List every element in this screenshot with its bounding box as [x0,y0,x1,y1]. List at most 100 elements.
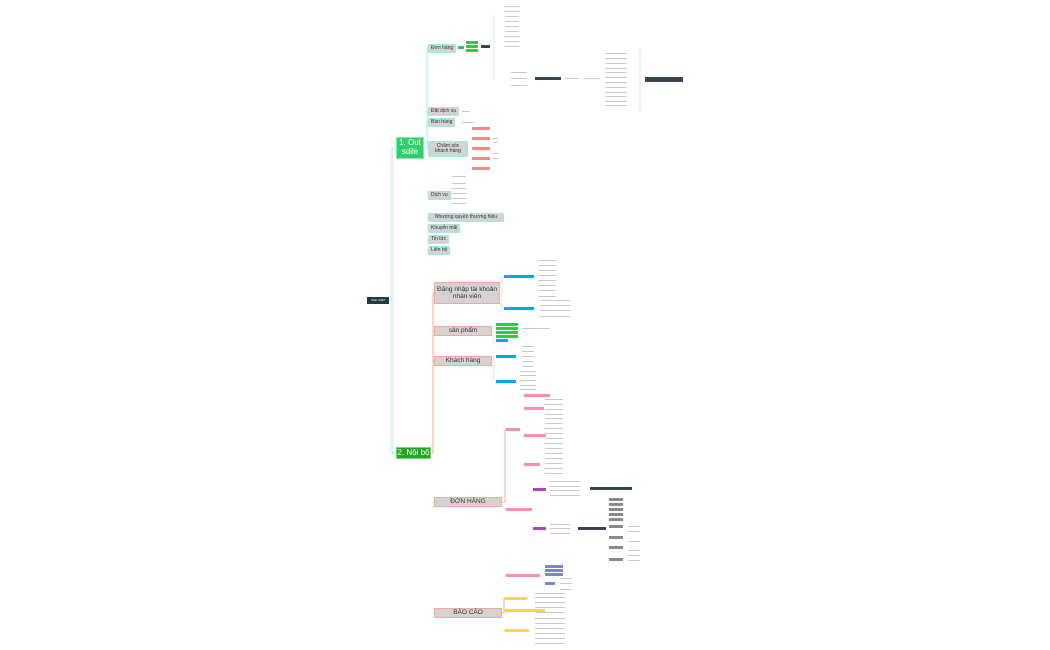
subnode-tag[interactable] [609,558,623,561]
subnode-tag[interactable] [472,127,490,130]
subnode-tag[interactable] [545,569,563,572]
leaf-item [538,290,556,291]
subnode-tag[interactable] [496,327,518,330]
subnode-tag[interactable] [609,513,623,516]
leaf-item [585,78,599,79]
subnode-tag[interactable] [524,434,546,437]
subnode-tag[interactable] [496,339,508,342]
leaf-item [522,356,534,357]
subnode-tag[interactable] [533,527,546,530]
subnode-tag[interactable] [506,574,540,577]
leaf-item [545,428,563,429]
subnode-tag[interactable] [533,488,546,491]
subnode-tag[interactable] [609,525,623,528]
subnode-tag[interactable] [609,508,623,511]
subnode-tag[interactable] [496,331,518,334]
subnode-tag[interactable] [545,573,563,576]
leaf-item [452,188,466,189]
subnode-tag[interactable] [496,323,518,326]
node-ban-hang[interactable]: Bán hàng [428,118,456,127]
node-khuyen-mai[interactable]: Khuyến mãi [428,224,461,233]
node-khach-hang[interactable]: Khách hàng [434,356,492,366]
subnode-tag[interactable] [466,49,478,52]
subnode-tag[interactable] [609,518,623,521]
leaf-item [505,41,519,42]
leaf-item [535,628,565,629]
leaf-item [493,142,498,143]
subnode-tag[interactable] [524,463,540,466]
subnode-tag[interactable] [578,527,606,530]
node-tin-tuc[interactable]: Tin tức [428,235,450,244]
branch-internal[interactable]: 2. Nội bộ [396,447,431,459]
leaf-item [493,138,498,139]
leaf-item [540,310,570,311]
subnode-tag[interactable] [524,407,544,410]
subnode-tag[interactable] [496,335,518,338]
subnode-tag[interactable] [466,45,478,48]
leaf-item [538,260,556,261]
subnode-tag[interactable] [609,546,623,549]
leaf-item [545,458,563,459]
leaf-item [605,53,627,54]
subnode-tag[interactable] [535,77,561,80]
subnode-tag[interactable] [496,380,516,383]
leaf-item [535,623,565,624]
subnode-tag[interactable] [609,498,623,501]
leaf-item [545,443,563,444]
subnode-tag[interactable] [504,275,534,278]
subnode-tag[interactable] [505,597,527,600]
subnode-tag[interactable] [506,428,520,431]
node-don-hang[interactable]: Đơn hàng [428,44,457,53]
subnode-tag[interactable] [524,394,550,397]
leaf-item [545,414,563,415]
leaf-item [452,193,466,194]
leaf-item [505,21,519,22]
leaf-item [628,550,640,551]
branch-outside[interactable]: 1. Out sdile [396,137,424,159]
subnode-tag[interactable] [545,565,563,568]
node-cham-soc-khach-hang[interactable]: Chăm sóc khách hàng [428,141,468,157]
node-dang-nhap[interactable]: Đăng nhập tài khoản nhân viên [434,282,500,304]
node-lien-he[interactable]: Liên hệ [428,246,451,255]
subnode-tag[interactable] [496,355,516,358]
leaf-item [545,433,563,434]
subnode-tag[interactable] [505,609,545,612]
leaf-item [605,72,627,73]
subnode-tag[interactable] [481,45,490,48]
subnode-tag[interactable] [472,147,490,150]
leaf-item [511,78,527,79]
leaf-item [550,495,580,496]
subnode-tag[interactable] [504,307,534,310]
leaf-item [538,285,556,286]
leaf-item [462,122,474,123]
node-don-hang-internal[interactable]: ĐƠN HÀNG [434,497,502,507]
leaf-item [538,280,556,281]
subnode-tag[interactable] [609,503,623,506]
node-bao-cao[interactable]: BÁO CÁO [434,608,502,618]
subnode-tag[interactable] [472,137,490,140]
root-node[interactable]: Web CRM [367,297,389,304]
leaf-item [605,105,627,106]
subnode-tag[interactable] [458,46,464,49]
subnode-tag[interactable] [466,41,478,44]
leaf-item [628,560,640,561]
leaf-item [550,486,580,487]
node-dat-dich-vu[interactable]: Đặt dịch vụ [428,107,460,116]
node-nhuong-quyen[interactable]: Nhượng quyền thương hiệu [428,213,504,222]
leaf-item [538,296,556,297]
leaf-item [628,531,640,532]
subnode-tag[interactable] [505,629,529,632]
leaf-item [522,346,534,347]
subnode-tag[interactable] [645,77,683,82]
leaf-item [520,380,536,381]
subnode-tag[interactable] [545,582,555,585]
leaf-item [535,607,565,608]
subnode-tag[interactable] [472,167,490,170]
leaf-item [535,633,565,634]
node-dich-vu[interactable]: Dịch vụ [428,191,451,200]
node-san-pham[interactable]: sản phẩm [434,326,492,336]
subnode-tag[interactable] [506,508,532,511]
subnode-tag[interactable] [590,487,632,490]
subnode-tag[interactable] [472,157,490,160]
subnode-tag[interactable] [609,536,623,539]
